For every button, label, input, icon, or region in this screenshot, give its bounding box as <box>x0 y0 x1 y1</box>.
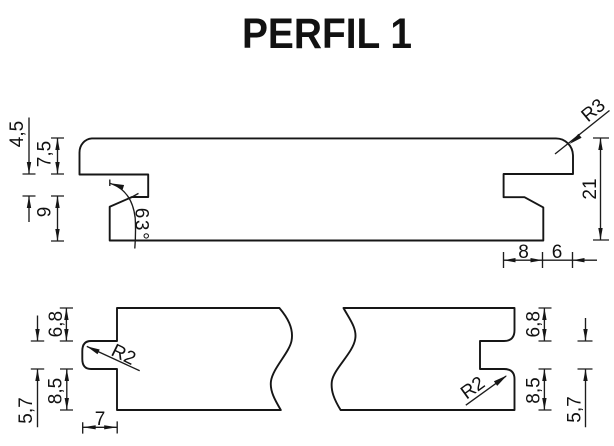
svg-text:PERFIL 1: PERFIL 1 <box>242 11 412 58</box>
svg-text:8: 8 <box>518 242 529 263</box>
svg-text:4,5: 4,5 <box>7 121 28 147</box>
svg-text:21: 21 <box>580 178 601 199</box>
svg-text:7: 7 <box>95 409 106 430</box>
svg-text:8,5: 8,5 <box>524 377 545 403</box>
svg-text:8,5: 8,5 <box>46 378 67 404</box>
svg-text:6: 6 <box>552 242 563 263</box>
svg-text:7,5: 7,5 <box>35 141 56 167</box>
svg-text:63°: 63° <box>131 208 152 242</box>
svg-text:6,8: 6,8 <box>524 311 545 337</box>
svg-text:6,8: 6,8 <box>46 311 67 337</box>
svg-text:5,7: 5,7 <box>565 396 586 422</box>
svg-text:9: 9 <box>35 207 56 218</box>
svg-text:5,7: 5,7 <box>16 397 37 423</box>
